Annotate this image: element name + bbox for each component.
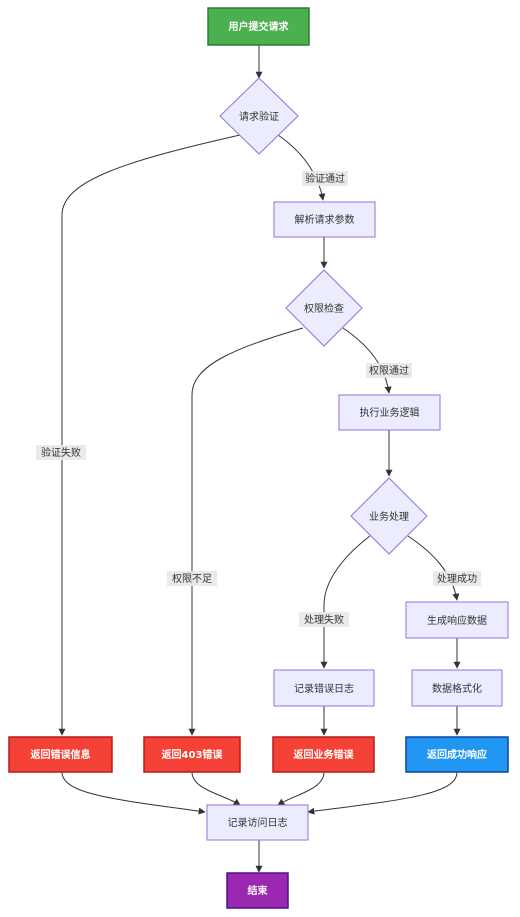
- node-err-business: 返回业务错误: [272, 736, 375, 773]
- node-err-validation-label: 返回错误信息: [31, 748, 91, 761]
- edge-validate-to-parse: [277, 134, 326, 201]
- edge-label-validate-pass: 验证通过: [302, 171, 348, 186]
- edge-label-validate-fail-text: 验证失败: [41, 446, 81, 459]
- node-end: 结束: [226, 872, 289, 909]
- edge-err-validation-to-access-log: [61, 771, 206, 815]
- node-start-label: 用户提交请求: [228, 20, 290, 33]
- node-validate: 请求验证: [219, 77, 299, 155]
- node-err-business-label: 返回业务错误: [294, 748, 355, 761]
- node-success: 返回成功响应: [405, 736, 509, 773]
- edge-label-auth-fail: 权限不足: [167, 571, 217, 586]
- node-business: 业务处理: [350, 477, 428, 555]
- node-validate-label: 请求验证: [239, 110, 279, 123]
- node-parse: 解析请求参数: [273, 201, 376, 238]
- edge-err-business-to-access-log: [277, 771, 325, 806]
- node-end-label: 结束: [248, 884, 269, 897]
- node-log-error-label: 记录错误日志: [294, 682, 354, 695]
- node-err-validation: 返回错误信息: [8, 736, 113, 773]
- node-success-label: 返回成功响应: [427, 748, 487, 761]
- edge-auth-to-err-403: [188, 327, 304, 736]
- node-business-label: 业务处理: [369, 510, 409, 523]
- node-err-403: 返回403错误: [143, 736, 241, 773]
- node-generate-label: 生成响应数据: [427, 614, 487, 627]
- node-execute-label: 执行业务逻辑: [360, 406, 420, 419]
- node-parse-label: 解析请求参数: [295, 213, 355, 226]
- node-start: 用户提交请求: [207, 7, 310, 46]
- node-log-error: 记录错误日志: [273, 669, 375, 707]
- edge-label-validate-fail: 验证失败: [36, 445, 86, 460]
- node-format-label: 数据格式化: [432, 682, 482, 695]
- node-execute: 执行业务逻辑: [338, 394, 441, 431]
- edge-label-business-success-text: 处理成功: [437, 573, 477, 585]
- edge-label-auth-fail-text: 权限不足: [172, 572, 212, 585]
- edge-label-business-fail: 处理失败: [299, 612, 349, 627]
- edge-label-business-fail-text: 处理失败: [304, 613, 344, 626]
- node-access-log-label: 记录访问日志: [228, 816, 288, 829]
- node-err-403-label: 返回403错误: [162, 748, 224, 761]
- edge-validate-to-err-validation: [58, 134, 241, 736]
- node-auth-label: 权限检查: [304, 302, 344, 315]
- node-access-log: 记录访问日志: [206, 804, 309, 841]
- edge-business-to-generate: [407, 535, 460, 601]
- node-format: 数据格式化: [411, 669, 503, 707]
- edge-err-403-to-access-log: [191, 771, 241, 806]
- edge-label-validate-pass-text: 验证通过: [305, 172, 345, 185]
- edge-success-to-access-log: [307, 771, 458, 815]
- node-auth: 权限检查: [285, 269, 363, 347]
- edge-label-auth-pass: 权限通过: [366, 363, 412, 378]
- edge-label-business-success: 处理成功: [433, 571, 481, 586]
- edge-auth-to-execute: [342, 327, 392, 394]
- edge-business-to-log-error: [320, 535, 371, 669]
- node-generate: 生成响应数据: [405, 601, 509, 639]
- edges: [58, 45, 461, 873]
- edge-label-auth-pass-text: 权限通过: [369, 364, 409, 377]
